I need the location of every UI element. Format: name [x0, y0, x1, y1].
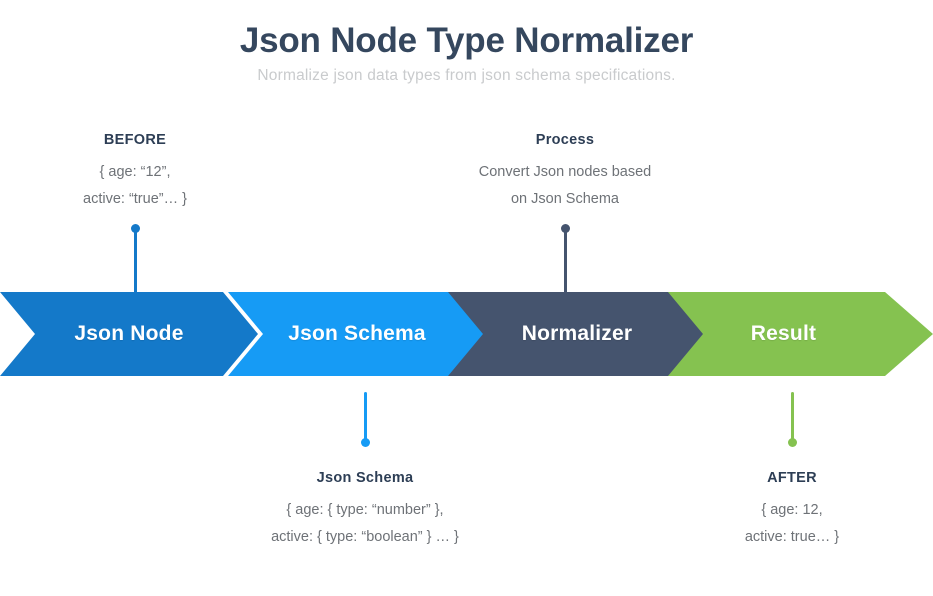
callout-process-body: Convert Json nodes based on Json Schema	[450, 159, 680, 213]
connector-process	[561, 224, 570, 294]
flow-segment-normalizer-label: Normalizer	[521, 322, 633, 345]
callout-process: Process Convert Json nodes based on Json…	[450, 130, 680, 213]
callout-after-line-2: active: true… }	[744, 529, 840, 545]
connector-json-schema-dot	[361, 438, 370, 447]
connector-after-dot	[788, 438, 797, 447]
connector-after-stem	[791, 392, 794, 443]
connector-before-dot	[131, 224, 140, 233]
callout-process-title: Process	[535, 132, 595, 148]
connector-process-stem	[564, 228, 567, 294]
callout-before: BEFORE { age: “12”, active: “true”… }	[35, 130, 235, 213]
flow-segment-result-label: Result	[750, 322, 817, 345]
flow-segment-result[interactable]: Result	[668, 292, 933, 376]
callout-process-line-1: Convert Json nodes based	[478, 164, 652, 180]
callout-after-title: AFTER	[767, 470, 817, 486]
callout-json-schema-title: Json Schema	[316, 470, 414, 486]
page-title: Json Node Type Normalizer	[239, 21, 694, 60]
connector-before-stem	[134, 228, 137, 294]
connector-before	[131, 224, 140, 294]
callout-json-schema-body: { age: { type: “number” }, active: { typ…	[250, 497, 480, 551]
callout-before-body: { age: “12”, active: “true”… }	[35, 159, 235, 213]
connector-json-schema	[361, 392, 370, 447]
callout-before-title: BEFORE	[103, 132, 167, 148]
connector-json-schema-stem	[364, 392, 367, 443]
flow-segment-json-schema-label: Json Schema	[288, 322, 426, 345]
flow-segment-json-node-label: Json Node	[74, 322, 184, 345]
callout-before-line-1: { age: “12”,	[99, 164, 171, 180]
callout-before-line-2: active: “true”… }	[83, 191, 187, 207]
callout-json-schema-line-2: active: { type: “boolean” } … }	[271, 529, 459, 545]
flow-segment-json-node[interactable]: Json Node	[0, 292, 258, 376]
callout-json-schema: Json Schema { age: { type: “number” }, a…	[250, 468, 480, 551]
connector-process-dot	[561, 224, 570, 233]
page-subtitle: Normalize json data types from json sche…	[257, 67, 676, 84]
callout-after: AFTER { age: 12, active: true… }	[692, 468, 892, 551]
callout-after-line-1: { age: 12,	[761, 502, 823, 518]
callout-after-body: { age: 12, active: true… }	[692, 497, 892, 551]
callout-process-line-2: on Json Schema	[510, 191, 619, 207]
process-flow-banner: Json Node Json Schema Normalizer Result	[0, 292, 933, 376]
flow-segment-json-schema[interactable]: Json Schema	[228, 292, 486, 376]
connector-after	[788, 392, 797, 447]
callout-json-schema-line-1: { age: { type: “number” },	[286, 502, 444, 518]
flow-segment-normalizer[interactable]: Normalizer	[448, 292, 706, 376]
